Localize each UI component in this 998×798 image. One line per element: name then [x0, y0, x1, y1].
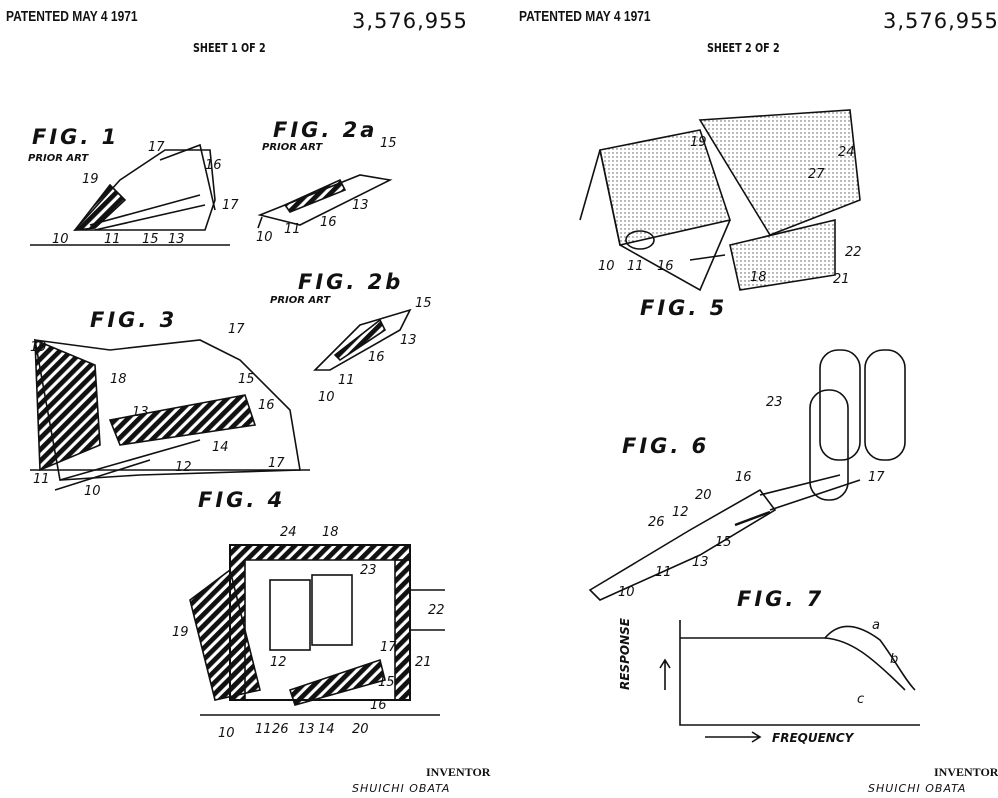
ref-numeral: 18: [322, 525, 339, 540]
ref-numeral: 11: [338, 373, 355, 388]
fig1-note: PRIOR ART: [28, 153, 89, 164]
ref-numeral: 16: [258, 398, 275, 413]
curve-label-a: a: [872, 618, 880, 633]
ref-numeral: 17: [222, 198, 239, 213]
ref-numeral: 23: [766, 395, 783, 410]
ref-numeral: 13: [298, 722, 315, 737]
fig6-drawing: [588, 349, 906, 601]
ref-numeral: 19: [82, 172, 99, 187]
ref-numeral: 10: [52, 232, 69, 247]
ref-numeral: 19: [690, 135, 707, 150]
inventor-name: SHUICHI OBATA: [868, 782, 967, 795]
ref-numeral: 12: [270, 655, 287, 670]
ref-numeral: 24: [280, 525, 297, 540]
fig2a-drawing: [257, 174, 393, 229]
ref-numeral: 17: [380, 640, 397, 655]
patent-date: PATENTED MAY 4 1971: [6, 8, 138, 25]
ref-numeral: 12: [175, 460, 192, 475]
ref-numeral: 13: [352, 198, 369, 213]
ref-numeral: 15: [378, 675, 395, 690]
ref-numeral: 11: [104, 232, 121, 247]
ref-numeral: 17: [268, 456, 285, 471]
ref-numeral: 21: [415, 655, 432, 670]
ref-numeral: 14: [318, 722, 335, 737]
ref-numeral: 16: [320, 215, 337, 230]
fig7-title: FIG. 7: [737, 587, 825, 611]
ref-numeral: 26: [648, 515, 665, 530]
fig3-drawing: [30, 338, 310, 491]
fig1-drawing: [30, 143, 230, 246]
ref-numeral: 13: [132, 405, 149, 420]
inventor-name: SHUICHI OBATA: [352, 782, 451, 795]
ref-numeral: 22: [845, 245, 862, 260]
patent-number: 3,576,955: [352, 9, 468, 33]
ref-numeral: 19: [30, 340, 47, 355]
ref-numeral: 15: [380, 136, 397, 151]
curve-label-b: b: [890, 652, 899, 667]
ref-numeral: 11: [255, 722, 272, 737]
ref-numeral: 13: [168, 232, 185, 247]
fig2a-note: PRIOR ART: [262, 142, 323, 153]
fig6-title: FIG. 6: [622, 434, 710, 458]
fig2a-title: FIG. 2a: [273, 118, 378, 142]
ref-numeral: 27: [808, 167, 825, 182]
fig2b-drawing: [313, 308, 412, 371]
ref-numeral: 19: [172, 625, 189, 640]
ref-numeral: 12: [672, 505, 689, 520]
ref-numeral: 10: [618, 585, 635, 600]
patent-number: 3,576,955: [883, 9, 998, 33]
ref-numeral: 18: [110, 372, 127, 387]
ref-numeral: 11: [627, 259, 644, 274]
ref-numeral: 11: [284, 222, 301, 237]
ref-numeral: 18: [750, 270, 767, 285]
ref-numeral: 13: [400, 333, 417, 348]
fig4-title: FIG. 4: [198, 488, 286, 512]
ref-numeral: 10: [84, 484, 101, 499]
ref-numeral: 16: [205, 158, 222, 173]
ref-numeral: 16: [657, 259, 674, 274]
ref-numeral: 16: [735, 470, 752, 485]
fig5-drawing: [579, 109, 861, 292]
fig3-title: FIG. 3: [90, 308, 178, 332]
ref-numeral: 21: [833, 272, 850, 287]
fig1-title: FIG. 1: [32, 125, 120, 149]
ref-numeral: 23: [360, 563, 377, 578]
ref-numeral: 14: [212, 440, 229, 455]
fig2b-note: PRIOR ART: [270, 295, 331, 306]
ref-numeral: 11: [655, 565, 672, 580]
ref-numeral: 15: [415, 296, 432, 311]
inventor-label: INVENTOR: [426, 765, 491, 779]
ref-numeral: 17: [148, 140, 165, 155]
ref-numeral: 10: [318, 390, 335, 405]
ref-numeral: 15: [142, 232, 159, 247]
ref-numeral: 17: [228, 322, 245, 337]
ref-numeral: 24: [838, 145, 855, 160]
ref-numeral: 15: [238, 372, 255, 387]
sheet-number: SHEET 1 OF 2: [193, 41, 266, 55]
ref-numeral: 10: [218, 726, 235, 741]
frequency-axis-label: FREQUENCY: [772, 731, 854, 745]
ref-numeral: 20: [695, 488, 712, 503]
inventor-label: INVENTOR: [934, 765, 998, 779]
response-axis-label: RESPONSE: [618, 618, 632, 690]
ref-numeral: 10: [598, 259, 615, 274]
curve-label-c: c: [857, 692, 865, 707]
fig2b-title: FIG. 2b: [298, 270, 404, 294]
ref-numeral: 11: [33, 472, 50, 487]
ref-numeral: 10: [256, 230, 273, 245]
fig5-title: FIG. 5: [640, 296, 728, 320]
ref-numeral: 22: [428, 603, 445, 618]
ref-numeral: 15: [715, 535, 732, 550]
ref-numeral: 17: [868, 470, 885, 485]
ref-numeral: 16: [368, 350, 385, 365]
ref-numeral: 26: [272, 722, 289, 737]
sheet-number: SHEET 2 OF 2: [707, 41, 780, 55]
patent-date: PATENTED MAY 4 1971: [519, 8, 651, 25]
ref-numeral: 20: [352, 722, 369, 737]
ref-numeral: 13: [692, 555, 709, 570]
fig7-axes: [659, 620, 920, 743]
fig4-drawing: [189, 544, 445, 716]
ref-numeral: 16: [370, 698, 387, 713]
